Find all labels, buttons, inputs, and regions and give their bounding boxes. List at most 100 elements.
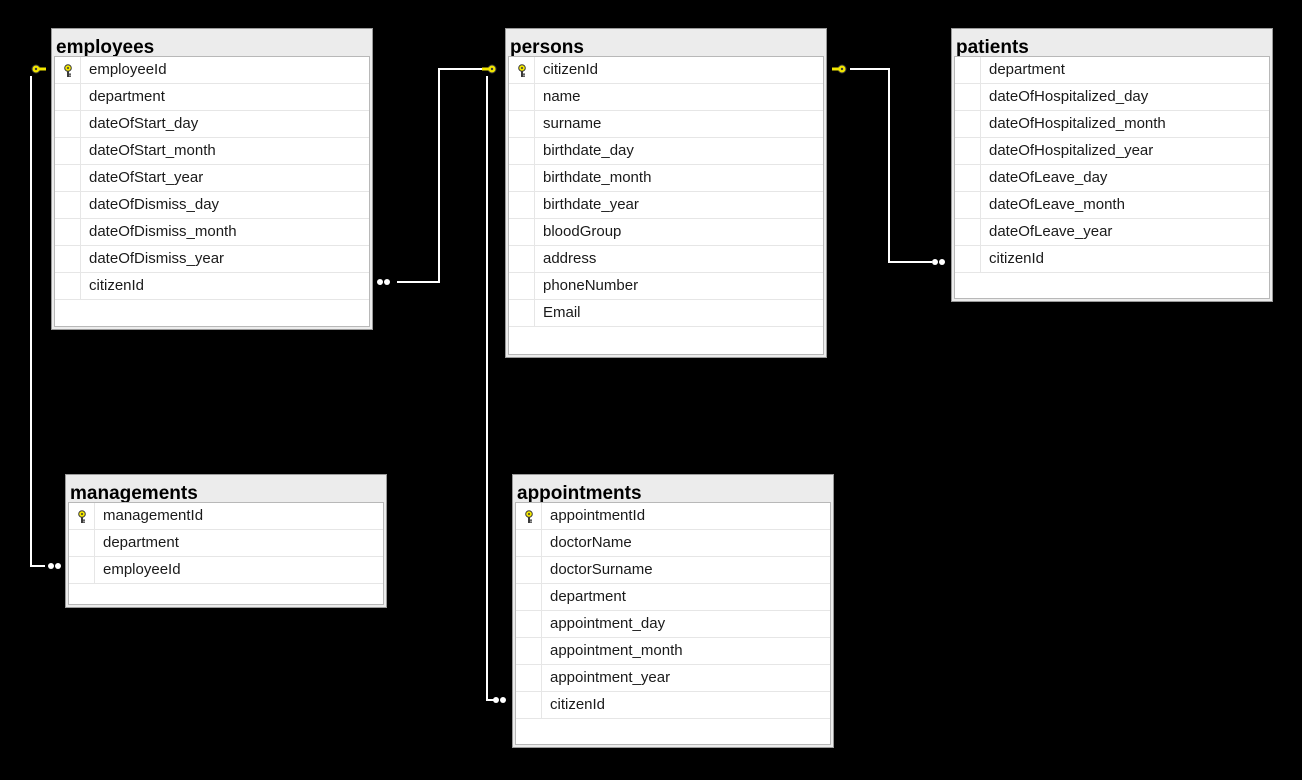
field-name: department: [89, 88, 165, 105]
field-row[interactable]: birthdate_year: [509, 192, 823, 219]
field-row[interactable]: dateOfStart_day: [55, 111, 369, 138]
key-cell: [516, 692, 542, 718]
key-cell: [516, 557, 542, 583]
field-row[interactable]: citizenId: [55, 273, 369, 300]
key-cell: [955, 138, 981, 164]
table-appointments[interactable]: appointments appointmentId doctorName doct…: [512, 474, 834, 748]
field-row[interactable]: managementId: [69, 503, 383, 530]
field-name: dateOfLeave_year: [989, 223, 1113, 240]
field-row[interactable]: birthdate_day: [509, 138, 823, 165]
key-cell: [516, 611, 542, 637]
field-row[interactable]: doctorName: [516, 530, 830, 557]
field-row[interactable]: citizenId: [509, 57, 823, 84]
key-cell: [516, 530, 542, 556]
field-row[interactable]: department: [955, 57, 1269, 84]
field-row[interactable]: dateOfStart_year: [55, 165, 369, 192]
field-row[interactable]: dateOfHospitalized_month: [955, 111, 1269, 138]
key-cell: [509, 84, 535, 110]
relationship-employees-persons[interactable]: [377, 64, 497, 285]
table-title: persons: [510, 37, 584, 56]
field-name: dateOfDismiss_year: [89, 250, 225, 267]
field-name: dateOfStart_month: [89, 142, 216, 159]
field-list: employeeId department dateOfStart_day dateO…: [54, 56, 370, 327]
field-name: birthdate_day: [543, 142, 634, 159]
field-name: citizenId: [550, 696, 606, 713]
field-row[interactable]: surname: [509, 111, 823, 138]
field-row[interactable]: citizenId: [955, 246, 1269, 273]
field-row[interactable]: dateOfLeave_day: [955, 165, 1269, 192]
key-cell: [69, 557, 95, 583]
table-title: patients: [956, 37, 1029, 56]
key-cell: [509, 273, 535, 299]
field-name: bloodGroup: [543, 223, 622, 240]
field-name: dateOfStart_day: [89, 115, 199, 132]
field-name: citizenId: [543, 61, 599, 78]
key-cell: [955, 246, 981, 272]
field-row[interactable]: address: [509, 246, 823, 273]
relationship-patients-persons[interactable]: [831, 64, 945, 265]
field-row[interactable]: dateOfStart_month: [55, 138, 369, 165]
key-cell: [509, 111, 535, 137]
field-row[interactable]: dateOfLeave_month: [955, 192, 1269, 219]
field-name: phoneNumber: [543, 277, 639, 294]
relationship-appointments-persons[interactable]: [486, 76, 506, 703]
field-row[interactable]: name: [509, 84, 823, 111]
table-title: appointments: [517, 483, 642, 502]
field-name: department: [550, 588, 626, 605]
field-row[interactable]: phoneNumber: [509, 273, 823, 300]
key-cell: [509, 300, 535, 326]
field-name: Email: [543, 304, 581, 321]
field-name: dateOfLeave_day: [989, 169, 1108, 186]
field-row[interactable]: employeeId: [69, 557, 383, 584]
field-row[interactable]: dateOfDismiss_day: [55, 192, 369, 219]
field-row[interactable]: department: [516, 584, 830, 611]
field-name: dateOfDismiss_day: [89, 196, 220, 213]
field-row[interactable]: appointment_day: [516, 611, 830, 638]
field-row[interactable]: Email: [509, 300, 823, 327]
key-cell: [55, 84, 81, 110]
field-row[interactable]: doctorSurname: [516, 557, 830, 584]
key-cell: [55, 219, 81, 245]
field-row[interactable]: dateOfDismiss_year: [55, 246, 369, 273]
key-cell: [69, 503, 95, 529]
key-cell: [955, 192, 981, 218]
field-row[interactable]: department: [55, 84, 369, 111]
key-cell: [509, 165, 535, 191]
field-row[interactable]: appointment_year: [516, 665, 830, 692]
key-cell: [69, 530, 95, 556]
field-name: managementId: [103, 507, 204, 524]
relationship-managements-employees[interactable]: [30, 64, 61, 569]
key-cell: [955, 84, 981, 110]
field-row[interactable]: department: [69, 530, 383, 557]
field-row[interactable]: dateOfDismiss_month: [55, 219, 369, 246]
key-cell: [55, 192, 81, 218]
field-row[interactable]: bloodGroup: [509, 219, 823, 246]
key-cell: [509, 219, 535, 245]
key-cell: [509, 246, 535, 272]
field-row[interactable]: dateOfLeave_year: [955, 219, 1269, 246]
field-row[interactable]: dateOfHospitalized_year: [955, 138, 1269, 165]
field-row[interactable]: birthdate_month: [509, 165, 823, 192]
field-row[interactable]: employeeId: [55, 57, 369, 84]
key-cell: [509, 57, 535, 83]
key-cell: [55, 165, 81, 191]
field-name: dateOfStart_year: [89, 169, 204, 186]
field-name: citizenId: [989, 250, 1045, 267]
key-cell: [516, 638, 542, 664]
field-row[interactable]: dateOfHospitalized_day: [955, 84, 1269, 111]
field-row[interactable]: appointmentId: [516, 503, 830, 530]
field-name: doctorSurname: [550, 561, 653, 578]
field-row[interactable]: citizenId: [516, 692, 830, 719]
field-row[interactable]: appointment_month: [516, 638, 830, 665]
field-name: doctorName: [550, 534, 632, 551]
field-name: dateOfDismiss_month: [89, 223, 237, 240]
key-cell: [55, 57, 81, 83]
field-name: appointment_month: [550, 642, 683, 659]
field-name: dateOfLeave_month: [989, 196, 1125, 213]
